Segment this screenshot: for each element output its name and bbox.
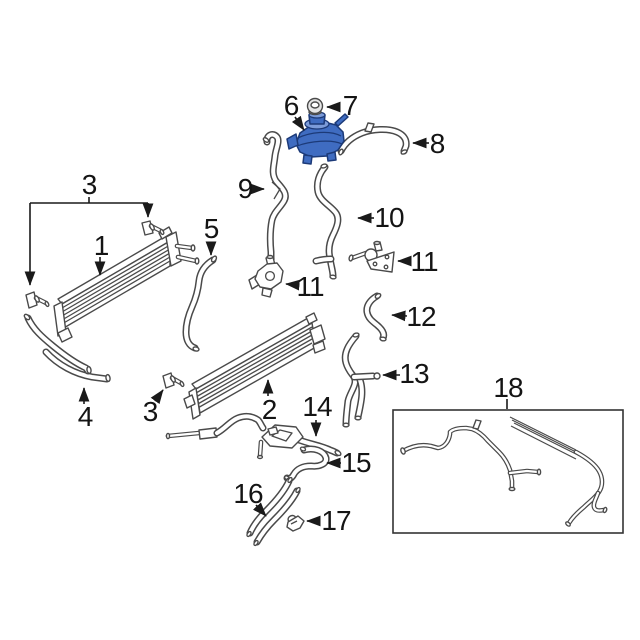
callout-label-12: 12 — [406, 301, 436, 332]
part-4-hose — [23, 313, 111, 383]
part-12-hose — [363, 292, 388, 342]
callout-label-17: 17 — [321, 505, 351, 536]
callout-label-7: 7 — [342, 90, 359, 121]
part-6-reservoir-highlighted — [286, 111, 349, 165]
callout-label-13: 13 — [399, 358, 429, 389]
callout-label-18: 18 — [493, 372, 523, 403]
arrow-6 — [291, 115, 305, 131]
callout-label-3a: 3 — [81, 169, 98, 200]
callout-label-5: 5 — [203, 213, 220, 244]
part-11-connector-left — [248, 254, 284, 298]
callout-label-3b: 3 — [142, 396, 159, 427]
part-10-hose — [312, 163, 342, 280]
callout-label-6: 6 — [283, 90, 300, 121]
arrow-16 — [252, 502, 267, 517]
callout-label-10: 10 — [374, 202, 404, 233]
part-1-radiator — [53, 226, 200, 343]
part-9-hose — [262, 131, 289, 262]
callout-label-14: 14 — [302, 391, 332, 422]
arrow-11-left — [285, 279, 300, 291]
callout-label-9: 9 — [237, 173, 254, 204]
part-17-clip — [286, 514, 305, 532]
part-13-hose — [341, 332, 381, 428]
part-3-bracket-lower — [162, 372, 185, 389]
callout-label-1: 1 — [93, 230, 110, 261]
callout-label-8: 8 — [429, 128, 446, 159]
callout-label-4: 4 — [77, 401, 94, 432]
callout-label-2: 2 — [261, 394, 278, 425]
callout-arrows — [24, 101, 508, 527]
part-14-hose-assembly — [165, 412, 342, 460]
part-18-pipe-assembly — [392, 409, 624, 534]
bracket-line-3 — [30, 197, 148, 204]
part-11-connector-right — [348, 240, 395, 273]
part-2-auxiliary-radiator — [183, 312, 326, 420]
part-7-reservoir-cap — [306, 97, 324, 116]
part-3-bracket-top — [141, 220, 165, 236]
callout-label-16: 16 — [233, 478, 263, 509]
part-8-hose — [337, 122, 410, 156]
callout-label-11a: 11 — [296, 271, 324, 302]
callout-label-15: 15 — [341, 447, 371, 478]
arrow-12 — [391, 310, 408, 322]
part-15-hose — [283, 445, 330, 483]
arrow-3-lower — [150, 389, 164, 405]
part-5-hose — [182, 255, 218, 352]
callout-label-11b: 11 — [410, 246, 438, 277]
part-3-bracket-left — [25, 291, 50, 309]
